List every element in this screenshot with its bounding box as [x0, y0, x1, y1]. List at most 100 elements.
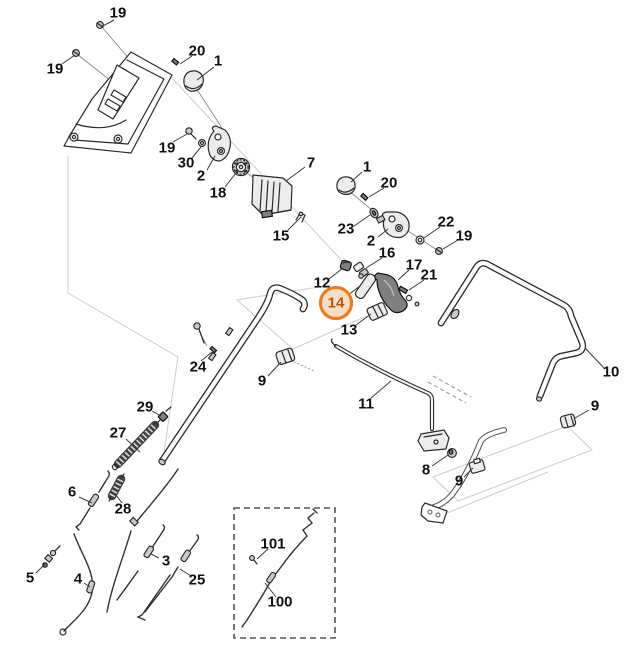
part-label-21[interactable]: 21 [421, 267, 438, 284]
center-cable[interactable] [106, 468, 179, 613]
leader-line-23 [353, 214, 371, 227]
bracket-2-left[interactable] [207, 125, 232, 162]
part-label-2[interactable]: 2 [197, 168, 205, 185]
lever-14[interactable] [354, 272, 377, 300]
part-label-3[interactable]: 3 [162, 553, 170, 570]
leader-line-10 [584, 347, 605, 369]
part-label-25[interactable]: 25 [189, 572, 206, 589]
leader-line-18 [224, 172, 237, 188]
clamp-9-bottom[interactable] [468, 457, 486, 474]
screw-19-right[interactable] [435, 247, 443, 255]
grommet-23[interactable] [368, 207, 379, 219]
bushing-9-upper[interactable] [275, 347, 296, 366]
part-label-19[interactable]: 19 [456, 228, 473, 245]
leader-line-2 [206, 155, 216, 171]
part-label-9[interactable]: 9 [455, 473, 463, 490]
grommet-9-right[interactable] [559, 413, 577, 429]
part-label-2[interactable]: 2 [367, 233, 375, 250]
leader-line-19 [172, 133, 188, 143]
lever-17[interactable] [374, 272, 408, 314]
screw-19-mid[interactable] [185, 127, 197, 140]
part-label-5[interactable]: 5 [26, 570, 34, 587]
spring-27[interactable] [111, 419, 161, 471]
part-label-27[interactable]: 27 [110, 425, 127, 442]
cap-1-left[interactable] [183, 70, 204, 92]
part-label-8[interactable]: 8 [422, 462, 430, 479]
part-label-29[interactable]: 29 [137, 399, 154, 416]
screw-21[interactable] [397, 285, 420, 307]
part-label-28[interactable]: 28 [115, 501, 132, 518]
cable-6[interactable] [74, 470, 110, 531]
leader-line-28 [115, 494, 123, 504]
part-label-24[interactable]: 24 [190, 359, 207, 376]
part-label-7[interactable]: 7 [307, 155, 315, 172]
part-label-30[interactable]: 30 [178, 155, 195, 172]
part-label-1[interactable]: 1 [214, 53, 222, 70]
leader-line-7 [285, 166, 306, 182]
leader-line-22 [423, 226, 441, 239]
part-label-23[interactable]: 23 [338, 221, 355, 238]
cap-1-right[interactable] [336, 176, 356, 195]
part-label-9[interactable]: 9 [591, 398, 599, 415]
part-label-19[interactable]: 19 [110, 5, 127, 22]
part-label-19[interactable]: 19 [47, 61, 64, 78]
part-label-9[interactable]: 9 [258, 373, 266, 390]
part-label-18[interactable]: 18 [210, 185, 227, 202]
leader-line-1 [196, 66, 215, 81]
leader-line-24 [200, 351, 213, 362]
clip-29[interactable] [157, 406, 172, 422]
leader-line-25 [179, 568, 192, 577]
screw-20-right[interactable] [359, 192, 369, 202]
bracket-2-right[interactable] [375, 211, 410, 239]
bolt-24[interactable] [193, 322, 218, 354]
cable-100[interactable] [241, 508, 318, 628]
part-label-16[interactable]: 16 [379, 245, 396, 262]
part-label-101[interactable]: 101 [260, 536, 285, 553]
part-label-13[interactable]: 13 [341, 322, 358, 339]
part-label-17[interactable]: 17 [406, 257, 423, 274]
gear-18[interactable] [231, 157, 251, 177]
part-label-100[interactable]: 100 [267, 594, 292, 611]
leader-line-6 [78, 496, 93, 504]
part-label-1[interactable]: 1 [363, 159, 371, 176]
part-label-11[interactable]: 11 [358, 396, 374, 413]
knob-12[interactable] [339, 259, 352, 272]
part-label-6[interactable]: 6 [68, 484, 76, 501]
part-label-15[interactable]: 15 [273, 228, 290, 245]
part-label-14[interactable]: 14 [328, 295, 345, 312]
cable-3[interactable] [116, 524, 171, 621]
part-label-20[interactable]: 20 [381, 175, 398, 192]
leader-line-19 [442, 239, 459, 250]
lower-handlebar-right[interactable] [420, 427, 507, 524]
washer-30[interactable] [198, 139, 207, 148]
spring-28[interactable] [107, 473, 126, 502]
rod-11[interactable] [330, 338, 450, 452]
part-label-12[interactable]: 12 [314, 275, 331, 292]
housing-7[interactable] [251, 174, 293, 219]
part-label-10[interactable]: 10 [603, 364, 620, 381]
console-cover-panel[interactable] [63, 51, 173, 154]
leader-line-17 [397, 269, 410, 281]
screw-19-left[interactable] [72, 49, 80, 57]
part-label-22[interactable]: 22 [438, 214, 455, 231]
screw-19-top[interactable] [96, 21, 104, 29]
clip-15[interactable] [295, 211, 306, 223]
part-label-4[interactable]: 4 [74, 571, 83, 588]
upper-handlebar-10[interactable] [437, 259, 587, 402]
screw-101[interactable] [249, 555, 258, 565]
clamp-13[interactable] [366, 302, 388, 321]
selected-part-highlight-ring[interactable] [318, 285, 354, 321]
lower-handlebar-tube[interactable] [158, 284, 308, 466]
connector-5[interactable] [42, 545, 61, 568]
screw-20-left[interactable] [170, 57, 180, 66]
leader-line-5 [35, 562, 47, 574]
part-label-20[interactable]: 20 [189, 43, 206, 60]
bushing-8[interactable] [447, 448, 457, 458]
part-label-19[interactable]: 19 [159, 140, 176, 157]
leader-line-20 [179, 55, 193, 65]
washer-22[interactable] [415, 235, 425, 245]
cable-25[interactable] [144, 534, 200, 613]
cable-4[interactable] [59, 533, 96, 636]
leader-line-20 [368, 187, 385, 198]
